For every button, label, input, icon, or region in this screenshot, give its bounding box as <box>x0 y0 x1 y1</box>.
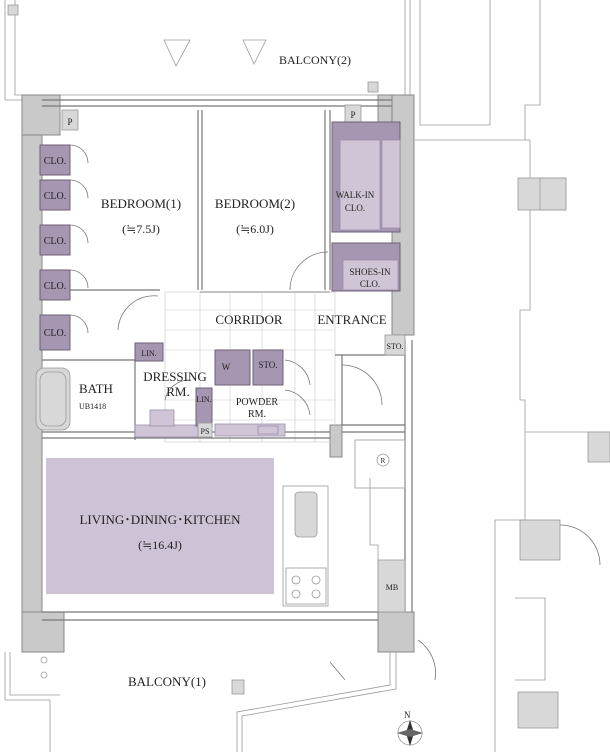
dressing-label-1: DRESSING <box>143 369 207 384</box>
walk-in-label-2: CLO. <box>345 203 365 213</box>
shoes-in-label-2: CLO. <box>360 279 380 289</box>
wet-area: LIN. W LIN. PS STO. <box>35 342 330 440</box>
entrance-label: ENTRANCE <box>317 312 386 327</box>
storage-label-2: STO. <box>258 360 277 370</box>
bath-unit-label: UB1418 <box>79 402 106 411</box>
walk-in-label-1: WALK-IN <box>336 190 375 200</box>
linen-label-2: LIN. <box>196 395 211 404</box>
shoes-in-label-1: SHOES-IN <box>349 267 391 277</box>
linen-label: LIN. <box>141 349 156 358</box>
bath-label: BATH <box>79 381 113 396</box>
bedroom1-label: BEDROOM(1) <box>101 196 181 211</box>
walk-in-closet: WALK-IN CLO. <box>331 121 401 233</box>
storage-label: STO. <box>387 342 404 351</box>
closet-label: CLO. <box>44 156 67 167</box>
pipe-space-label: P <box>350 110 355 120</box>
pipe-space-label: P <box>67 117 72 127</box>
bedroom2-size: (≒6.0J) <box>236 222 274 236</box>
ldk-area: MB R <box>46 439 406 613</box>
ldk-label: LIVING･DINING･KITCHEN <box>79 512 241 527</box>
closet-label: CLO. <box>44 236 67 247</box>
closet-label: CLO. <box>44 328 67 339</box>
dressing-label-2: RM. <box>166 384 189 399</box>
corridor-label: CORRIDOR <box>215 312 283 327</box>
balcony-bottom-label: BALCONY(1) <box>128 674 206 689</box>
balcony-bottom <box>4 652 397 752</box>
bedroom-partitions <box>42 110 331 331</box>
bedroom2-label: BEDROOM(2) <box>215 196 295 211</box>
closet-label: CLO. <box>44 281 67 292</box>
washer-label: W <box>222 362 231 372</box>
ldk-size: (≒16.4J) <box>138 538 182 552</box>
north-compass-icon: N <box>397 710 423 746</box>
bedroom1-size: (≒7.5J) <box>122 222 160 236</box>
closet-column: CLO. CLO. CLO. CLO. CLO. <box>39 144 89 351</box>
powder-label-2: RM. <box>248 409 266 420</box>
pipe-space <box>61 109 79 131</box>
closet-label: CLO. <box>44 191 67 202</box>
entrance-area: STO. <box>335 334 406 406</box>
range-hood-label: R <box>381 457 386 465</box>
meter-box-label: MB <box>386 583 398 592</box>
pipe-shaft-label: PS <box>201 427 210 436</box>
shoes-in-closet: SHOES-IN CLO. <box>331 242 401 292</box>
balcony-top <box>4 0 411 101</box>
north-label: N <box>404 710 411 720</box>
balcony-top-label: BALCONY(2) <box>279 53 351 67</box>
neighbor-unit-outline <box>415 0 610 752</box>
powder-label-1: POWDER <box>236 397 279 408</box>
